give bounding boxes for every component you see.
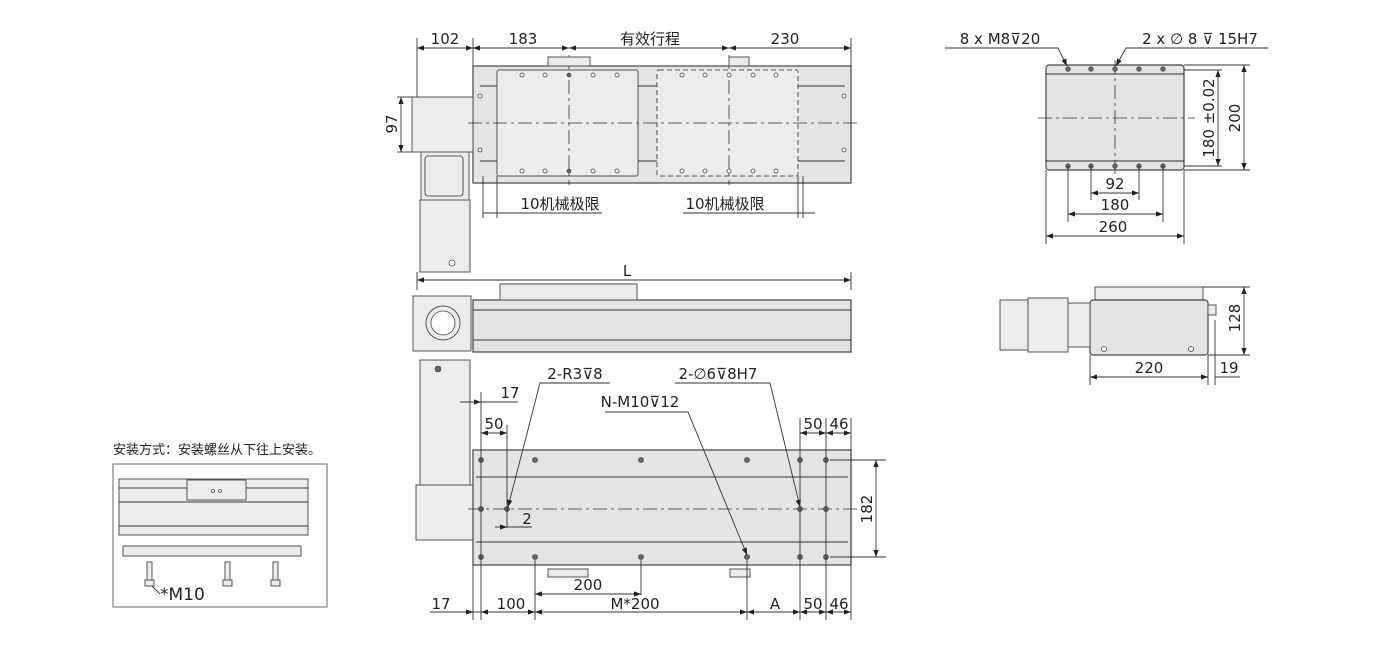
callout-r3: 2-R3⊽8 xyxy=(547,365,602,383)
bottom-body xyxy=(472,449,852,566)
bottom-sensor-left xyxy=(547,568,589,578)
sensor-right xyxy=(728,56,750,67)
motor-cover xyxy=(424,155,464,197)
screw-label: *M10 xyxy=(160,585,205,605)
dim-length: L xyxy=(623,262,632,280)
dim-2: 2 xyxy=(522,510,532,528)
dim-46-bottom: 46 xyxy=(829,595,848,613)
dim-a: A xyxy=(770,595,781,613)
bottom-motor xyxy=(419,359,471,486)
dim-17-top: 17 xyxy=(500,384,519,402)
limit-left: 10机械极限 xyxy=(520,195,599,213)
bottom-view: 2-R3⊽8 2-∅6⊽8H7 N-M10⊽12 17 50 2 50 46 1… xyxy=(415,359,886,620)
install-carriage xyxy=(186,479,247,501)
end-side-coupling xyxy=(1067,302,1091,348)
end-side-view: 128 220 19 xyxy=(999,286,1250,385)
dim-50-right: 50 xyxy=(803,415,822,433)
motor-coupling xyxy=(411,96,474,153)
callout-pin: 2-∅6⊽8H7 xyxy=(679,365,758,383)
dim-46-top: 46 xyxy=(829,415,848,433)
bottom-sensor-right xyxy=(729,568,751,578)
callout-m10: N-M10⊽12 xyxy=(601,393,680,411)
dim-19: 19 xyxy=(1219,359,1238,377)
dim-motor: 102 xyxy=(431,30,460,48)
dim-128: 128 xyxy=(1226,304,1244,333)
dim-end-180: 180 xyxy=(1101,196,1130,214)
dim-50-left: 50 xyxy=(484,415,503,433)
dim-92: 92 xyxy=(1105,175,1124,193)
dim-220: 220 xyxy=(1135,359,1164,377)
limit-right: 10机械极限 xyxy=(685,195,764,213)
dim-200: 200 xyxy=(574,576,603,594)
end-side-motor xyxy=(1027,297,1069,353)
dim-260: 260 xyxy=(1099,218,1128,236)
end-side-carriage xyxy=(1094,286,1204,302)
top-view: 102 183 有效行程 230 97 10机械极限 10机械极限 xyxy=(383,30,858,273)
end-view: 8 x M8⊽20 2 x ∅ 8 ⊽ 15H7 180 ±0.02 200 9… xyxy=(945,30,1268,244)
carriage-holes xyxy=(477,72,847,174)
end-side-motor-cap xyxy=(999,299,1029,351)
bottom-coupling xyxy=(415,484,474,541)
side-body xyxy=(472,299,852,353)
callout-m8: 8 x M8⊽20 xyxy=(960,30,1041,48)
dim-height: 97 xyxy=(383,114,401,133)
dim-left: 183 xyxy=(509,30,538,48)
callout-end-pin: 2 x ∅ 8 ⊽ 15H7 xyxy=(1142,30,1258,48)
dim-100: 100 xyxy=(497,595,526,613)
install-title: 安装方式：安装螺丝从下往上安装。 xyxy=(113,442,321,458)
side-carriage xyxy=(499,283,638,301)
install-base-plate xyxy=(122,545,302,557)
motor-body xyxy=(419,199,471,273)
dim-m200: M*200 xyxy=(610,595,659,613)
motor-hole xyxy=(448,259,456,267)
dim-50-bottom: 50 xyxy=(803,595,822,613)
install-inset: 安装方式：安装螺丝从下往上安装。 *M10 xyxy=(112,442,328,608)
dim-17-bottom: 17 xyxy=(431,595,450,613)
screw-icons xyxy=(144,561,281,587)
dim-right: 230 xyxy=(771,30,800,48)
side-view: L xyxy=(412,262,852,353)
dim-end-200: 200 xyxy=(1226,104,1244,133)
sensor-left xyxy=(547,56,591,67)
dim-stroke: 有效行程 xyxy=(620,30,680,48)
dim-182: 182 xyxy=(858,495,876,524)
dim-180-tol: 180 ±0.02 xyxy=(1200,78,1218,157)
